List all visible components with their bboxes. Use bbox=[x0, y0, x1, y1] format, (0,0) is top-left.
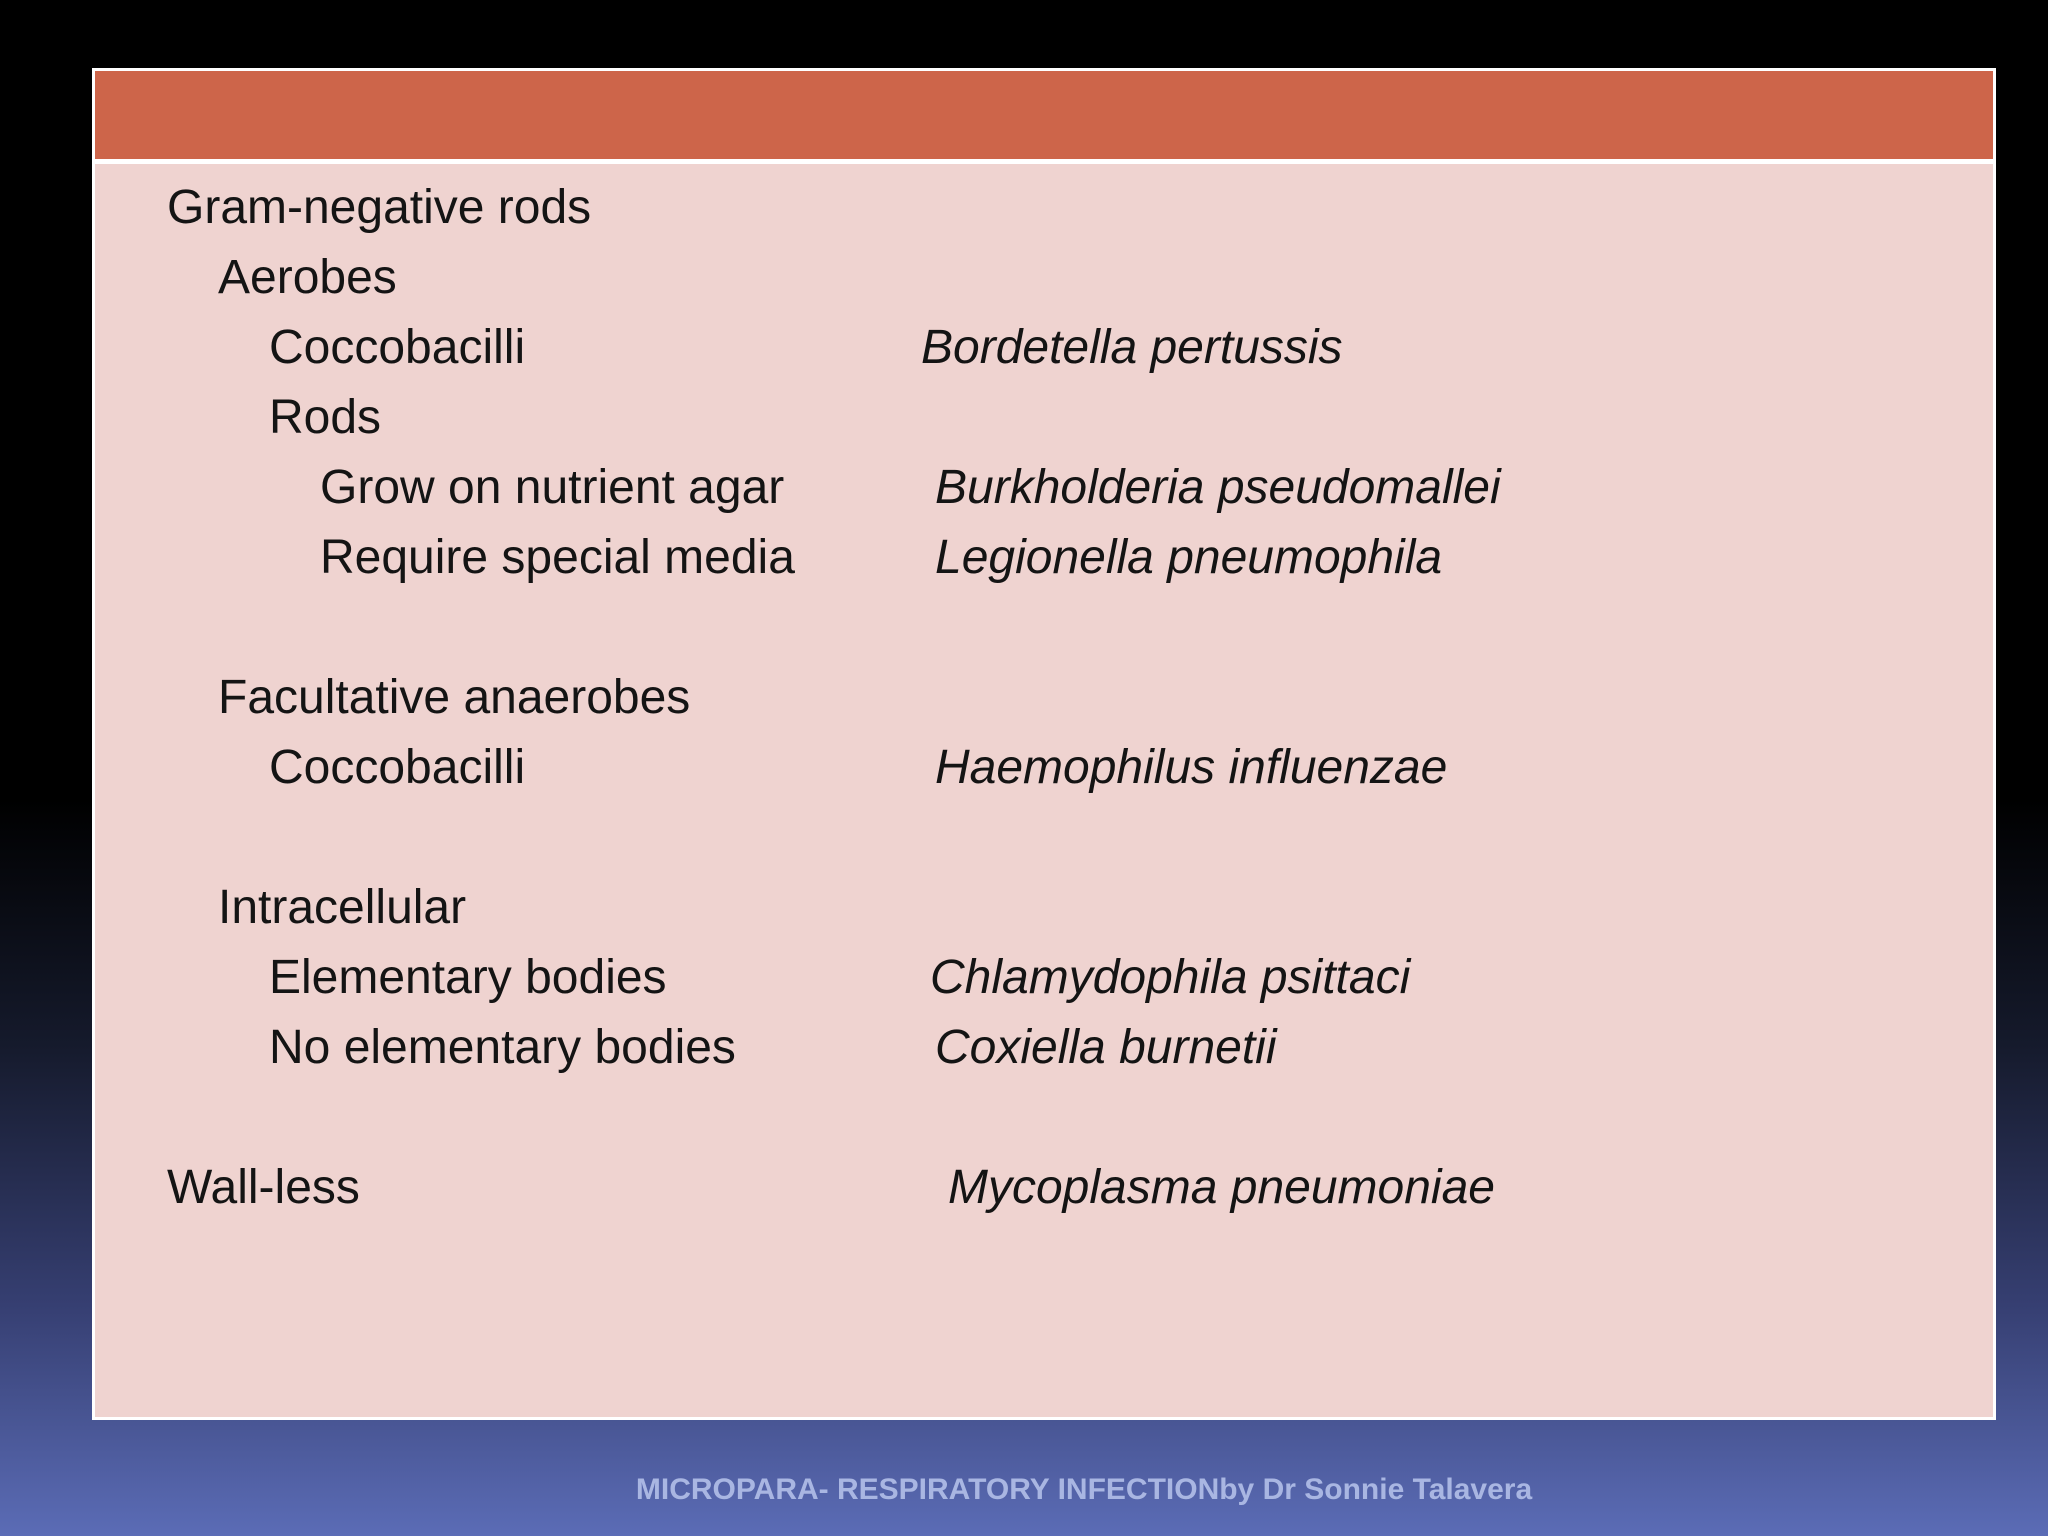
label-elementary-bodies: Elementary bodies bbox=[269, 951, 667, 1004]
label-wall-less: Wall-less bbox=[167, 1161, 360, 1214]
slide-header-band bbox=[95, 71, 1993, 164]
organism-chlamydophila-psittaci: Chlamydophila psittaci bbox=[930, 951, 1411, 1004]
label-coccobacilli-aerobes: Coccobacilli bbox=[269, 321, 526, 374]
label-rods: Rods bbox=[269, 391, 382, 444]
label-facultative-anaerobes: Facultative anaerobes bbox=[218, 671, 691, 724]
label-no-elementary-bodies: No elementary bodies bbox=[269, 1021, 736, 1074]
organism-mycoplasma-pneumoniae: Mycoplasma pneumoniae bbox=[948, 1161, 1495, 1214]
slide-content-panel bbox=[92, 68, 1996, 1420]
organism-bordetella-pertussis: Bordetella pertussis bbox=[921, 321, 1343, 374]
label-intracellular: Intracellular bbox=[218, 881, 467, 934]
label-coccobacilli-facultative: Coccobacilli bbox=[269, 741, 526, 794]
organism-haemophilus-influenzae: Haemophilus influenzae bbox=[935, 741, 1448, 794]
label-aerobes: Aerobes bbox=[218, 251, 397, 304]
label-grow-on-nutrient-agar: Grow on nutrient agar bbox=[320, 461, 785, 514]
organism-burkholderia-pseudomallei: Burkholderia pseudomallei bbox=[935, 461, 1501, 514]
organism-legionella-pneumophila: Legionella pneumophila bbox=[935, 531, 1443, 584]
label-gram-negative-rods: Gram-negative rods bbox=[167, 181, 592, 234]
slide-footer: MICROPARA- RESPIRATORY INFECTIONby Dr So… bbox=[635, 1473, 1533, 1506]
label-require-special-media: Require special media bbox=[320, 531, 795, 584]
organism-coxiella-burnetii: Coxiella burnetii bbox=[935, 1021, 1277, 1074]
